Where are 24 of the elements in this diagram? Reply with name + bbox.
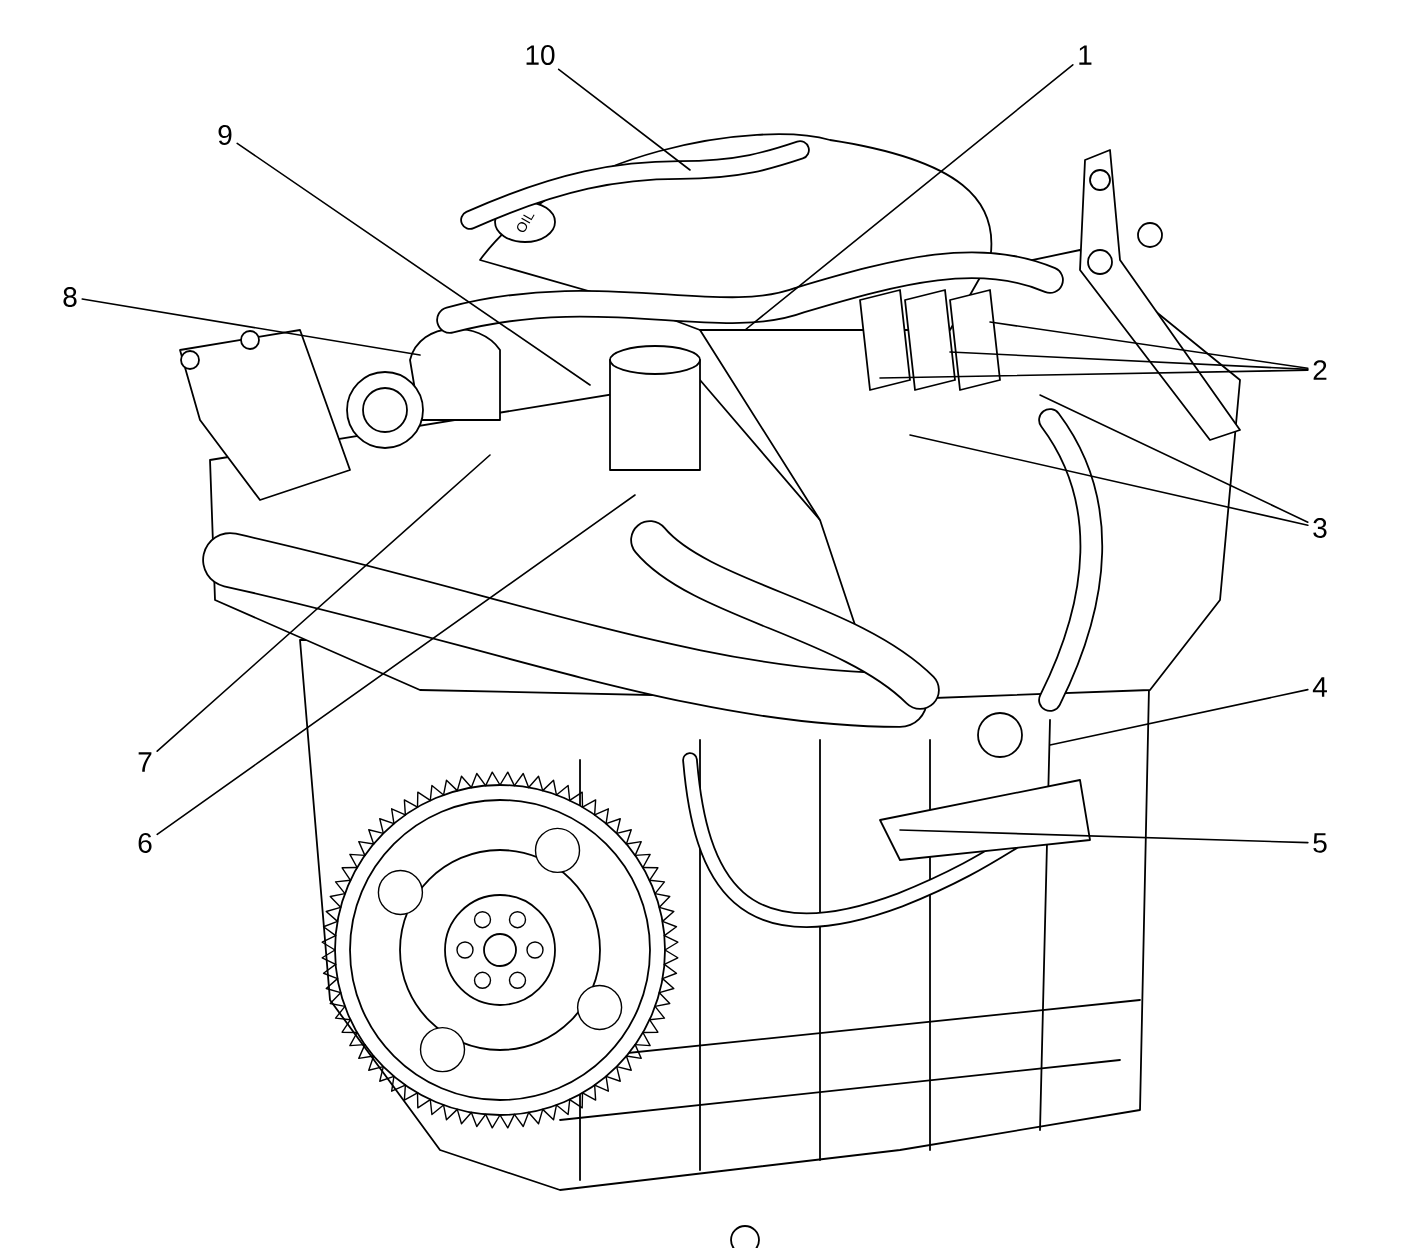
leader-line <box>949 351 1309 371</box>
leader-line <box>156 494 636 836</box>
callout-number: 4 <box>1308 673 1332 701</box>
callout-number: 6 <box>133 829 157 857</box>
leader-line <box>81 298 421 356</box>
leader-line <box>1039 394 1309 523</box>
callout-number: 10 <box>520 41 560 69</box>
leader-line <box>744 64 1074 331</box>
leader-line <box>899 829 1309 844</box>
callout-number: 5 <box>1308 829 1332 857</box>
callout-number: 2 <box>1308 356 1332 384</box>
callout-number: 7 <box>133 748 157 776</box>
leader-line <box>557 68 691 171</box>
callout-number: 1 <box>1073 41 1097 69</box>
leader-line <box>236 142 591 386</box>
leader-line <box>156 454 491 752</box>
leader-line <box>1049 688 1309 746</box>
cap-lettering: OIL <box>517 214 535 233</box>
leader-line <box>989 321 1309 370</box>
callout-number: 3 <box>1308 514 1332 542</box>
leader-line <box>879 369 1309 379</box>
callout-number: 8 <box>58 283 82 311</box>
callout-number: 9 <box>213 121 237 149</box>
leader-line <box>909 434 1309 527</box>
